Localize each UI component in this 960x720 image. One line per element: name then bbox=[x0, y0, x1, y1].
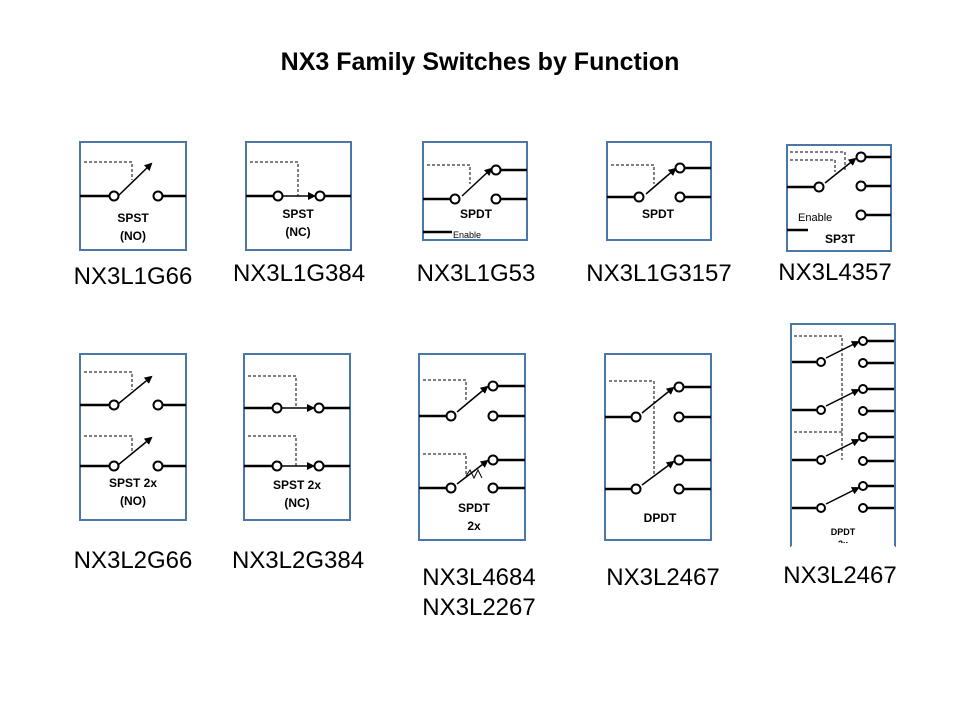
switch-nx3l2g66: SPST 2x (NO) bbox=[79, 353, 187, 521]
switch-label: 2x bbox=[467, 519, 481, 533]
switch-label: (NC) bbox=[284, 496, 309, 510]
switch-label: (NC) bbox=[285, 225, 310, 239]
switch-nx3l2467-dpdt-2x: DPDT 2x bbox=[790, 323, 896, 549]
switch-nx3l1g384: SPST (NC) bbox=[245, 141, 352, 251]
switch-label: SPDT bbox=[460, 207, 493, 221]
switch-nx3l2g384: SPST 2x (NC) bbox=[243, 353, 351, 521]
part-number: NX3L4357 bbox=[778, 259, 892, 286]
switch-nx3l1g3157: SPDT bbox=[606, 141, 712, 241]
part-number: NX3L1G3157 bbox=[586, 260, 732, 287]
enable-label: Enable bbox=[798, 212, 832, 224]
part-number: NX3L2G66 bbox=[73, 547, 193, 574]
switch-nx3l1g66: SPST (NO) bbox=[79, 141, 187, 251]
switch-nx3l4357: Enable SP3T bbox=[786, 144, 892, 252]
switch-label: DPDT bbox=[831, 527, 856, 537]
switch-label: (NO) bbox=[120, 229, 146, 243]
switch-label: SP3T bbox=[825, 232, 856, 246]
switch-label: (NO) bbox=[120, 494, 146, 508]
switch-label: SPST bbox=[117, 211, 149, 225]
switch-nx3l2467-dpdt: DPDT bbox=[604, 353, 712, 541]
part-number: NX3L1G66 bbox=[73, 263, 193, 290]
enable-label: Enable bbox=[453, 230, 481, 240]
switch-label: SPDT bbox=[642, 207, 675, 221]
switch-nx3l1g53: SPDT Enable bbox=[422, 141, 528, 241]
part-number: NX3L1G53 bbox=[416, 260, 536, 287]
switch-nx3l4684: SPDT 2x bbox=[418, 353, 526, 541]
switch-label: DPDT bbox=[644, 511, 677, 525]
switch-label: SPST 2x bbox=[109, 476, 157, 490]
switch-label: SPST 2x bbox=[273, 478, 321, 492]
part-number: NX3L1G384 bbox=[232, 260, 366, 287]
switch-label: SPST bbox=[282, 207, 314, 221]
page-title: NX3 Family Switches by Function bbox=[280, 48, 680, 76]
switch-label: SPDT bbox=[458, 501, 491, 515]
part-number: NX3L2G384 bbox=[231, 547, 365, 574]
part-number: NX3L2467 bbox=[606, 564, 720, 591]
part-number: NX3L2467 bbox=[783, 562, 897, 589]
